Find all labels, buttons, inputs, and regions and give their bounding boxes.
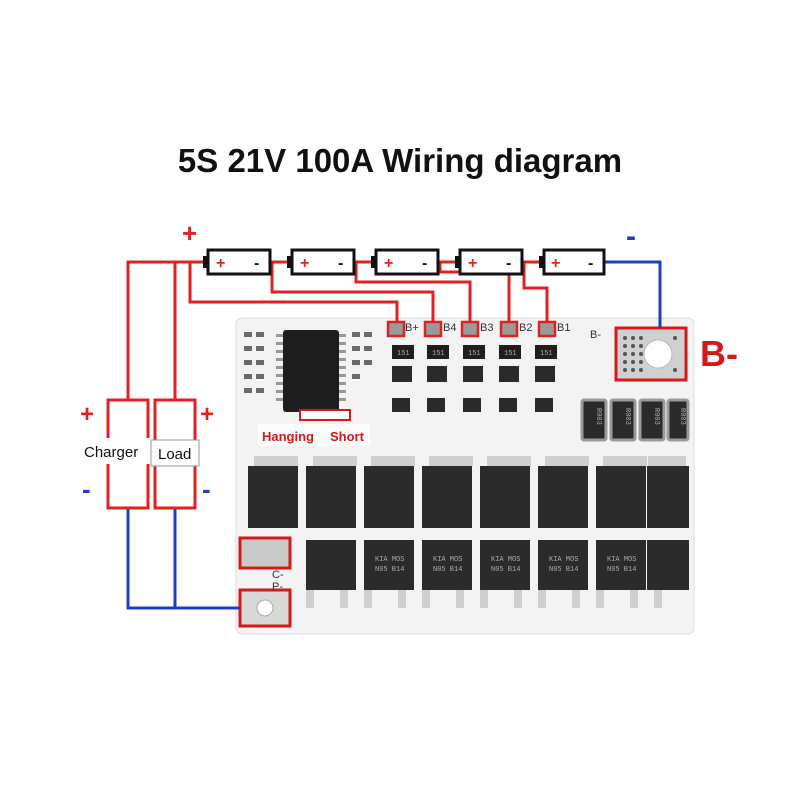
svg-text:N05 B14: N05 B14 [375, 566, 404, 574]
svg-text:KIA MOS: KIA MOS [549, 556, 578, 564]
pad-b3 [460, 320, 480, 338]
b-minus-pad [614, 326, 688, 382]
pad-label-b1: B1 [557, 322, 570, 334]
load: Load + - [150, 398, 214, 510]
charger-minus-sign: - [82, 474, 91, 504]
bms-board: B+ B4 B3 B2 B1 B- 151 151 151 151 151 [235, 317, 695, 635]
pad-label-b2: B2 [519, 322, 532, 334]
control-chip [283, 330, 339, 412]
svg-text:-: - [506, 255, 511, 272]
pad-label-bplus: B+ [405, 322, 419, 334]
load-minus-sign: - [202, 474, 211, 504]
load-plus-sign: + [200, 401, 214, 428]
hanging-short-pads [299, 409, 351, 421]
c-minus-pad-label: C- [272, 569, 284, 581]
svg-text:KIA MOS: KIA MOS [433, 556, 462, 564]
chip-pins [276, 334, 346, 401]
svg-text:151: 151 [468, 350, 481, 358]
svg-text:N05 B14: N05 B14 [607, 566, 636, 574]
pad-bplus [386, 320, 406, 338]
svg-text:151: 151 [540, 350, 553, 358]
p-minus-hole [256, 599, 274, 617]
charger-label: Charger [84, 444, 138, 461]
svg-text:+: + [300, 255, 309, 272]
p-minus-pad-label: P- [272, 581, 283, 593]
battery-pack: + - + - + - + - + - + [182, 218, 636, 276]
pad-label-b3: B3 [480, 322, 493, 334]
battery-cell-1: + - [203, 248, 272, 276]
svg-text:151: 151 [397, 350, 410, 358]
b-minus-callout: B- [700, 333, 738, 374]
charger-plus-sign: + [80, 401, 94, 428]
svg-text:R003: R003 [652, 408, 660, 425]
svg-text:R003: R003 [594, 408, 602, 425]
pad-label-b4: B4 [443, 322, 456, 334]
pad-b1 [537, 320, 557, 338]
pack-plus-sign: + [182, 218, 197, 248]
svg-text:+: + [551, 255, 560, 272]
svg-text:N05 B14: N05 B14 [491, 566, 520, 574]
svg-text:R003: R003 [678, 408, 686, 425]
svg-text:KIA MOS: KIA MOS [607, 556, 636, 564]
charger: Charger + - [80, 398, 150, 510]
load-label: Load [158, 446, 191, 463]
svg-text:-: - [588, 255, 593, 272]
p-minus-pad [238, 588, 292, 628]
svg-text:-: - [338, 255, 343, 272]
shunt-resistors: R003 R003 R003 R003 [580, 398, 690, 442]
balance-transistors [392, 366, 555, 412]
svg-text:-: - [254, 255, 259, 272]
svg-text:+: + [216, 255, 225, 272]
pack-minus-sign: - [626, 220, 636, 253]
hanging-label: Hanging [262, 429, 314, 444]
b-minus-pad-label: B- [590, 329, 601, 341]
balance-resistors: 151 151 151 151 151 [392, 345, 557, 359]
svg-text:N05 B14: N05 B14 [433, 566, 462, 574]
battery-cell-3: + - [371, 248, 440, 276]
battery-cell-4: + - [455, 248, 524, 276]
mosfet-array: KIA MOS N05 B14 KIA MOS N05 B14 KIA MOS … [248, 456, 689, 608]
pad-b2 [499, 320, 519, 338]
c-minus-pad [238, 536, 292, 570]
svg-text:N05 B14: N05 B14 [549, 566, 578, 574]
svg-text:KIA MOS: KIA MOS [375, 556, 404, 564]
svg-text:R003: R003 [623, 408, 631, 425]
svg-text:+: + [468, 255, 477, 272]
svg-text:151: 151 [432, 350, 445, 358]
short-label: Short [330, 429, 365, 444]
pad-b4 [423, 320, 443, 338]
negative-wires [126, 260, 662, 610]
battery-cell-5: + - [539, 248, 606, 276]
svg-text:KIA MOS: KIA MOS [491, 556, 520, 564]
balance-pads: B+ B4 B3 B2 B1 B- [386, 320, 601, 341]
battery-cell-2: + - [287, 248, 356, 276]
svg-text:-: - [422, 255, 427, 272]
smd-components-left [244, 332, 372, 393]
svg-text:151: 151 [504, 350, 517, 358]
positive-wires [126, 260, 549, 510]
diagram-title: 5S 21V 100A Wiring diagram [178, 142, 622, 179]
svg-text:+: + [384, 255, 393, 272]
